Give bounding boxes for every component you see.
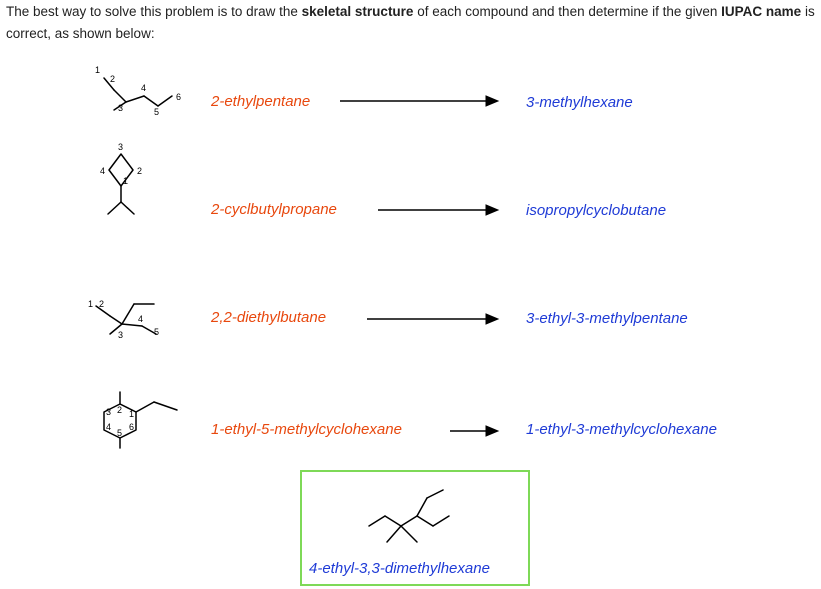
intro-part-2: of each compound and then determine if t…	[413, 4, 722, 19]
answer-box: 4-ethyl-3,3-dimethylhexane	[300, 470, 530, 586]
bond	[121, 303, 135, 325]
intro-part-1: The best way to solve this problem is to…	[6, 4, 302, 19]
bond	[113, 89, 127, 103]
structure-isopropylcyclobutane: 3 4 2 1	[100, 142, 142, 215]
atom-label: 5	[154, 327, 159, 337]
bond	[95, 305, 111, 317]
intro-text: The best way to solve this problem is to…	[6, 1, 818, 45]
bond	[107, 201, 122, 215]
given-name-row-4: 1-ethyl-5-methylcyclohexane	[211, 421, 402, 438]
atom-label: 3	[118, 330, 123, 340]
atom-label: 4	[141, 83, 146, 93]
atom-label: 1	[123, 176, 128, 186]
arrow-row-2	[378, 204, 500, 216]
atom-label: 6	[176, 92, 181, 102]
bond	[386, 525, 402, 543]
atom-label: 3	[118, 142, 123, 152]
atom-label: 6	[129, 422, 134, 432]
cyclobutane-ring	[108, 153, 134, 187]
bond	[416, 515, 434, 527]
bond	[426, 489, 444, 499]
bond	[125, 95, 145, 103]
atom-label: 2	[99, 299, 104, 309]
atom-label: 4	[100, 166, 105, 176]
atom-label: 2	[137, 166, 142, 176]
arrow-row-4	[450, 425, 500, 437]
atom-label: 3	[118, 103, 123, 113]
given-name-row-3: 2,2-diethylbutane	[211, 309, 327, 326]
atom-label: 4	[106, 422, 111, 432]
bond	[400, 515, 418, 527]
given-name-row-2: 2-cyclbutylpropane	[211, 201, 337, 218]
arrow-row-3	[367, 313, 500, 325]
given-name-row-1: 2-ethylpentane	[211, 93, 311, 110]
bond	[416, 497, 428, 517]
bond	[143, 95, 159, 107]
answer-name: 4-ethyl-3,3-dimethylhexane	[309, 560, 490, 577]
atom-label: 2	[110, 74, 115, 84]
bond	[109, 323, 123, 335]
bond	[368, 515, 386, 527]
bond	[157, 95, 173, 107]
atom-label: 1	[129, 409, 134, 419]
atom-label: 5	[117, 428, 122, 438]
intro-bold-iupac-name: IUPAC name	[721, 4, 802, 19]
bond	[103, 77, 115, 91]
arrow-row-1	[340, 95, 500, 107]
bond	[141, 325, 157, 335]
correct-name-row-3: 3-ethyl-3-methylpentane	[526, 310, 688, 327]
bond	[121, 323, 143, 327]
structure-3-methylhexane: 1 2 3 4 5 6	[95, 65, 181, 117]
atom-label: 1	[95, 65, 100, 75]
correct-name-row-4: 1-ethyl-3-methylcyclohexane	[526, 421, 717, 438]
structure-1-ethyl-3-methylcyclohexane: 3 2 1 4 5 6	[103, 391, 178, 449]
bond	[432, 515, 450, 527]
intro-bold-skeletal-structure: skeletal structure	[301, 4, 414, 19]
bond	[400, 525, 418, 543]
structure-4-ethyl-3,3-dimethylhexane	[368, 489, 450, 543]
correct-name-row-1: 3-methylhexane	[526, 94, 633, 111]
atom-label: 2	[117, 405, 122, 415]
structure-3-ethyl-3-methylpentane: 1 2 3 4 5	[88, 299, 159, 340]
intro-part-3: is correct, as shown below:	[6, 4, 815, 41]
bond	[113, 101, 127, 111]
bond	[153, 401, 178, 411]
atom-label: 5	[154, 107, 159, 117]
correct-name-row-2: isopropylcyclobutane	[526, 202, 667, 219]
bond	[120, 201, 135, 215]
bond	[135, 401, 155, 413]
atom-label: 3	[106, 407, 111, 417]
atom-label: 4	[138, 314, 143, 324]
bond	[109, 315, 123, 325]
atom-label: 1	[88, 299, 93, 309]
bond	[384, 515, 402, 527]
